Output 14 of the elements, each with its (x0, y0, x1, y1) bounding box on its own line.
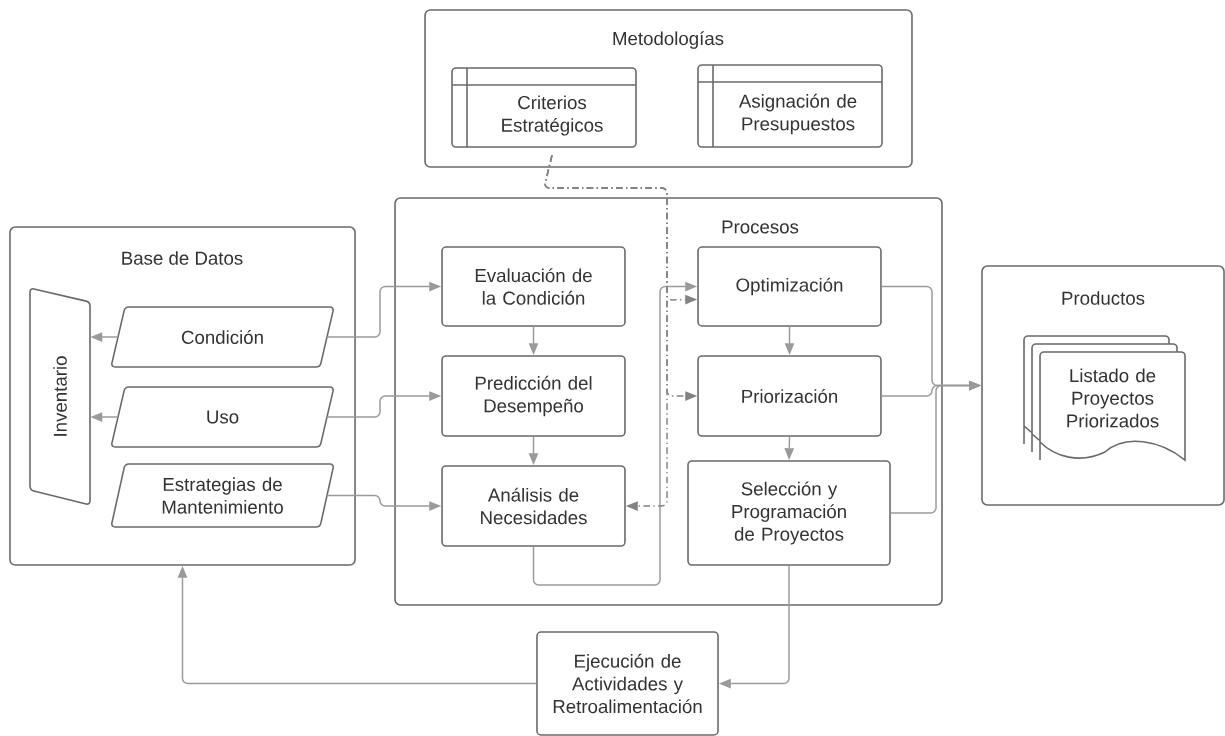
process-box: Evaluación de la Condición (441, 246, 626, 327)
process-box: Optimización (697, 246, 882, 327)
process-box: Predicción del Desempeño (441, 355, 626, 437)
document-stack: Listado de Proyectos Priorizados (1023, 335, 1186, 461)
data-parallelogram: Estrategias de Mantenimiento (111, 463, 335, 528)
storage-box: Criterios Estratégicos (451, 67, 637, 148)
dashed-arrow (544, 154, 668, 511)
data-parallelogram: Uso (111, 386, 334, 448)
data-parallelogram: Condición (111, 306, 334, 368)
process-box: Ejecución de Actividades y Retroalimentación (536, 631, 719, 736)
process-box: Priorización (697, 355, 882, 437)
process-box: Selección y Programación de Proyectos (687, 460, 891, 566)
storage-box: Asignación de Presupuestos (697, 64, 883, 148)
process-box: Análisis de Necesidades (441, 465, 626, 547)
